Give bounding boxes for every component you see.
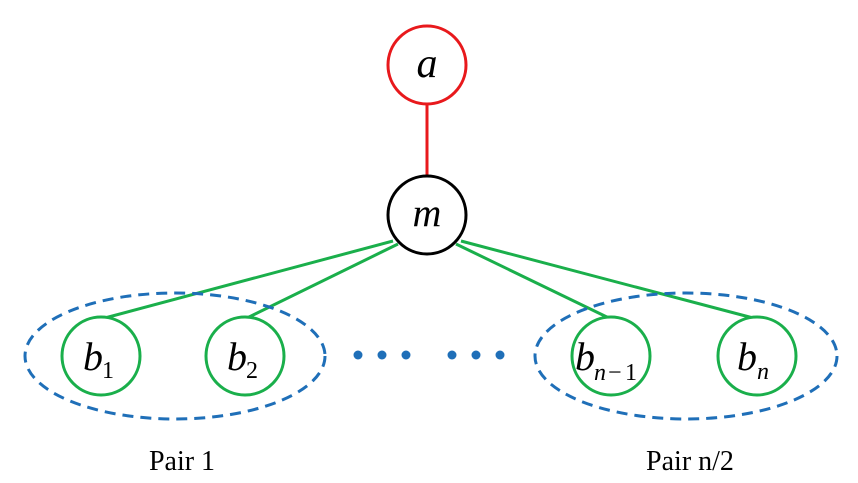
node-bn-minus-1: b n − 1 bbox=[570, 315, 652, 397]
node-b2-subscript: 2 bbox=[246, 358, 258, 384]
node-b2-base: b bbox=[227, 334, 247, 379]
node-bn-minus-1-subscript-minus: − bbox=[608, 360, 622, 386]
node-a: a bbox=[386, 24, 468, 106]
node-bn-minus-1-base: b bbox=[575, 334, 595, 379]
edge-m-bn1 bbox=[455, 242, 612, 321]
pair-1-ellipse bbox=[23, 291, 327, 421]
node-m: m bbox=[386, 174, 468, 256]
node-b1-subscript: 1 bbox=[102, 358, 114, 384]
pair-1-caption: Pair 1 bbox=[149, 446, 215, 477]
node-bn-base: b bbox=[737, 334, 757, 379]
node-bn: b n bbox=[716, 315, 798, 397]
node-bn-minus-1-subscript-one: 1 bbox=[625, 360, 637, 386]
pair-n2-caption: Pair n/2 bbox=[646, 446, 734, 477]
node-bn-subscript: n bbox=[757, 359, 769, 385]
node-m-label: m bbox=[413, 190, 442, 235]
dots-ellipsis-icon bbox=[353, 350, 505, 360]
node-b1-base: b bbox=[83, 334, 103, 379]
node-a-label: a bbox=[417, 41, 438, 87]
node-bn-minus-1-subscript-n: n bbox=[594, 360, 606, 386]
node-b1: b 1 bbox=[60, 315, 142, 397]
edge-m-b1 bbox=[100, 239, 394, 321]
pair-n2-ellipse bbox=[533, 291, 839, 421]
edge-m-bn bbox=[460, 239, 758, 321]
node-b2: b 2 bbox=[204, 315, 286, 397]
